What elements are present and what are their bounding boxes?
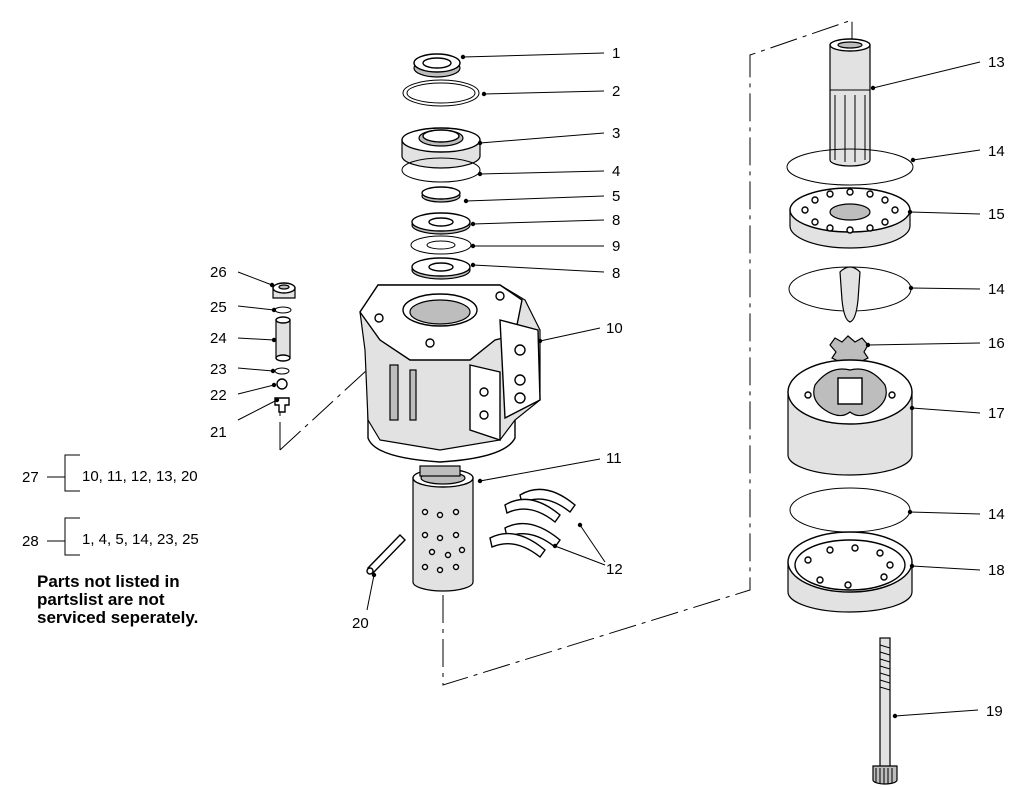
part-1-seal [413,53,461,78]
part-9-bearing [410,235,472,255]
kit-27-contents: 10, 11, 12, 13, 20 [82,468,198,485]
part-22-ball [276,378,288,390]
part-14-seal-ring-lower [789,487,911,533]
part-20-cross-pin [366,534,406,575]
part-23-o-ring [274,367,290,375]
service-note-line-3: serviced seperately. [37,608,199,627]
spool-holes [421,508,466,574]
part-24-check-valve [275,316,291,362]
callout-19: 19 [986,703,1003,720]
part-12-centering-springs [489,488,576,559]
callout-18: 18 [988,562,1005,579]
callout-22: 22 [210,387,227,404]
callout-numbers: 1 2 3 4 5 8 9 8 10 11 12 13 14 15 14 16 … [210,45,1005,720]
callout-16: 16 [988,335,1005,352]
callout-10: 10 [606,320,623,337]
part-15-spacer-plate [789,187,911,249]
callout-24: 24 [210,330,227,347]
part-25-o-ring [274,306,292,314]
kit-28-number: 28 [22,533,39,550]
part-14-seal-ring-middle [788,266,912,323]
callout-21: 21 [210,424,227,441]
callout-13: 13 [988,54,1005,71]
callout-8-lower: 8 [612,265,620,282]
kit-27: 27 10, 11, 12, 13, 20 [22,454,198,492]
part-18-end-cap [787,531,913,613]
part-19-cap-screw [872,637,898,785]
callout-2: 2 [612,83,620,100]
callout-15: 15 [988,206,1005,223]
part-16-rotor-star [829,335,869,365]
callout-14-upper: 14 [988,143,1005,160]
part-26-plug [272,282,296,299]
callout-11: 11 [606,450,622,467]
part-2-snap-ring [402,79,480,107]
kit-28: 28 1, 4, 5, 14, 23, 25 [22,517,199,556]
callout-3: 3 [612,125,620,142]
callout-14-lower: 14 [988,506,1005,523]
callout-26: 26 [210,264,227,281]
service-note-line-2: partslist are not [37,590,165,609]
callout-9: 9 [612,238,620,255]
callout-12: 12 [606,561,623,578]
callout-5: 5 [612,188,620,205]
part-3-bearing-cap [401,127,481,169]
kit-28-contents: 1, 4, 5, 14, 23, 25 [82,531,199,548]
callout-14-middle: 14 [988,281,1005,298]
callout-1: 1 [612,45,620,62]
callout-17: 17 [988,405,1005,422]
leader-lines [237,52,981,719]
part-13-drive-shaft [829,38,871,167]
service-note: Parts not listed in partslist are not se… [37,573,267,627]
callout-4: 4 [612,163,620,180]
callout-23: 23 [210,361,227,378]
service-note-line-1: Parts not listed in [37,572,180,591]
kit-27-number: 27 [22,469,39,486]
callout-25: 25 [210,299,227,316]
part-8-washer-lower [411,257,471,280]
part-4-o-ring [401,157,481,183]
part-8-washer-upper [411,212,471,235]
callout-8-upper: 8 [612,212,620,229]
plate-holes [801,188,899,234]
part-17-gerotor-ring [787,359,913,476]
callout-20: 20 [352,615,369,632]
part-10-housing [359,284,541,463]
part-14-seal-ring-upper [786,148,914,186]
part-11-spool [412,465,474,592]
part-5-seal [421,186,461,203]
